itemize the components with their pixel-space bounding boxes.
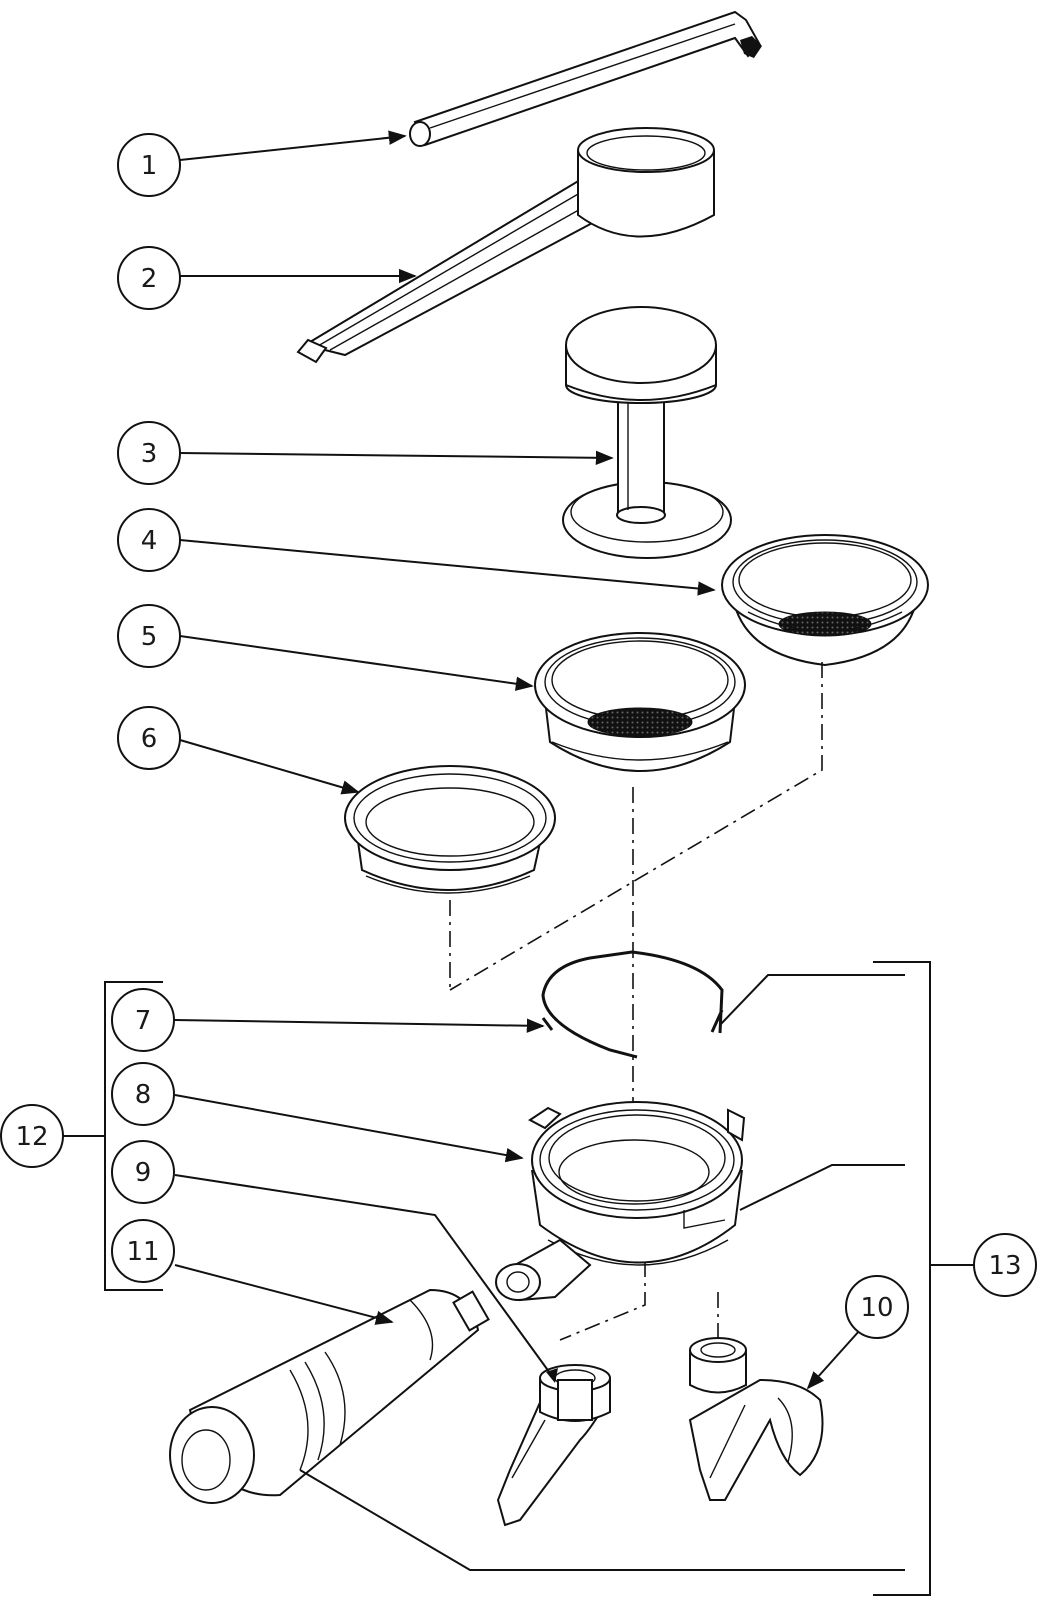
callout-6: 6 — [117, 706, 181, 770]
callout-8-label: 8 — [135, 1080, 152, 1110]
callout-6-label: 6 — [141, 724, 158, 754]
callout-9-label: 9 — [135, 1158, 152, 1188]
callout-4: 4 — [117, 508, 181, 572]
callout-7: 7 — [111, 988, 175, 1052]
part-5-filter-basket — [534, 632, 746, 772]
callout-2-label: 2 — [141, 264, 158, 294]
part-9-spout — [496, 1364, 611, 1527]
part-3-tamper — [562, 306, 732, 559]
callout-5-label: 5 — [141, 622, 158, 652]
callout-1-label: 1 — [141, 151, 158, 181]
part-4-filter-basket — [721, 534, 929, 667]
part-10-double-spout — [688, 1337, 824, 1501]
bracket-12 — [63, 981, 163, 1291]
callout-12: 12 — [0, 1104, 64, 1168]
callout-13: 13 — [973, 1233, 1037, 1297]
callout-10: 10 — [845, 1275, 909, 1339]
callout-4-label: 4 — [141, 526, 158, 556]
callout-3: 3 — [117, 421, 181, 485]
callout-7-label: 7 — [135, 1006, 152, 1036]
callout-10-label: 10 — [860, 1293, 893, 1323]
callout-13-label: 13 — [988, 1251, 1021, 1281]
callout-12-label: 12 — [15, 1122, 48, 1152]
part-8-portafilter-body — [495, 1101, 746, 1302]
part-1-rod — [409, 10, 762, 147]
bracket-13 — [873, 961, 975, 1596]
part-2-scoop — [296, 127, 715, 364]
callout-11: 11 — [111, 1219, 175, 1283]
callout-1: 1 — [117, 133, 181, 197]
callout-2: 2 — [117, 246, 181, 310]
callout-8: 8 — [111, 1062, 175, 1126]
callout-11-label: 11 — [126, 1237, 159, 1267]
callout-9: 9 — [111, 1140, 175, 1204]
callout-3-label: 3 — [141, 439, 158, 469]
leader-lines — [174, 130, 905, 1571]
part-11-handle — [169, 1288, 490, 1504]
callout-5: 5 — [117, 604, 181, 668]
part-6-blind-ring — [344, 765, 556, 894]
